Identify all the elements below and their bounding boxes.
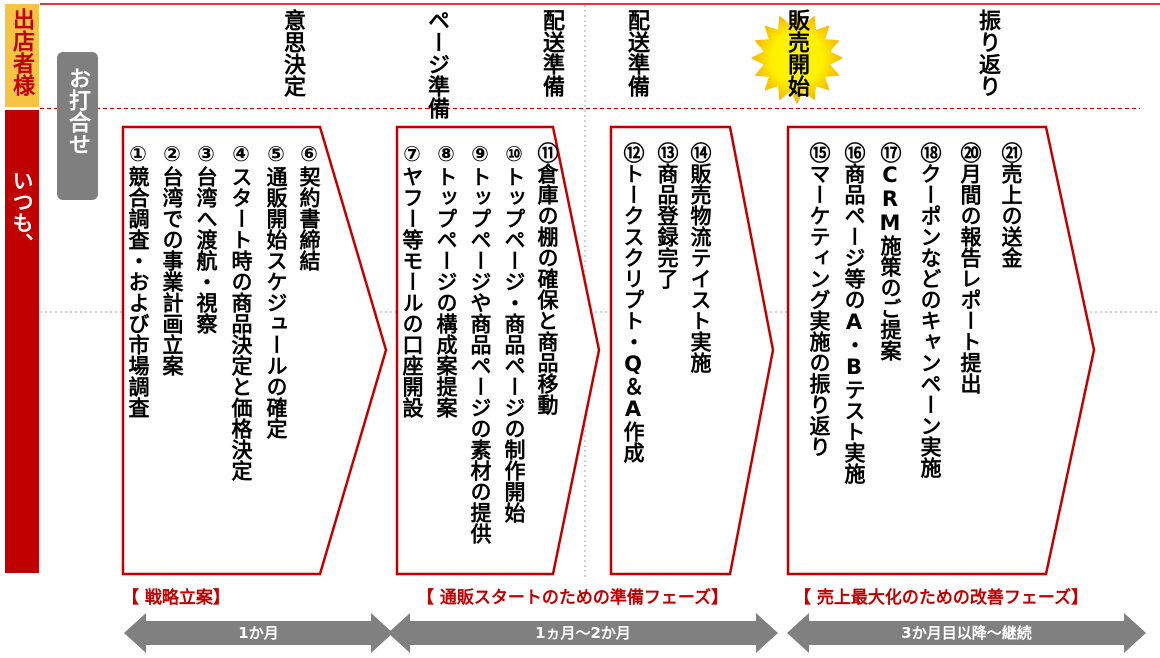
duration-label-2: 1ヵ月～2か月 [535, 624, 631, 642]
always-label: いつも、 [10, 170, 34, 254]
duration-label-3: 3か月目以降～継続 [901, 624, 1032, 642]
duration-label-1: 1か月 [238, 624, 279, 642]
step-2: ②台湾での事業計画立案 [160, 142, 184, 376]
step-8: ⑧トップページの構成案提案 [434, 142, 458, 418]
group-label-strategy: 【 戦略立案】 [122, 588, 230, 608]
step-1: ①競合調査・および市場調査 [126, 142, 150, 418]
phase-shipping-prep-2: 配送準備 [624, 9, 649, 97]
duration-arrow-1 [124, 613, 393, 653]
step-4: ④スタート時の商品決定と価格決定 [229, 142, 253, 481]
phase-sales-start: 販売開始 [784, 9, 809, 97]
group-label-improvement: 【 売上最大化のための改善フェーズ】 [794, 588, 1089, 608]
client-header-cell [5, 4, 39, 107]
phase-decision: 意思決定 [280, 9, 305, 97]
group-label-preparation: 【 通販スタートのための準備フェーズ】 [417, 588, 729, 608]
step-16: ⑯商品ページ等のA・Bテスト実施 [842, 142, 866, 484]
step-7: ⑦ヤフー等モールの口座開設 [400, 142, 424, 418]
step-3: ③台湾へ渡航・視察 [194, 142, 218, 334]
step-18: ⑱クーポンなどのキャンペーン実施 [918, 142, 942, 478]
starburst-icon [751, 12, 843, 104]
step-11: ⑪倉庫の棚の確保と商品移動 [535, 142, 559, 415]
step-5: ⑤通販開始スケジュールの確定 [264, 142, 288, 439]
meeting-box [57, 52, 98, 200]
phase-review: 振り返り [975, 9, 1000, 97]
duration-arrow-2 [388, 613, 778, 653]
client-label: 出店者様 [9, 8, 34, 96]
stage-arrow-shipping-prep [609, 125, 775, 576]
step-12: ⑫トークスクリプト・Q＆A作成 [621, 142, 645, 463]
step-15: ⑮マーケティング実施の振り返り [807, 142, 831, 457]
step-6: ⑥契約書締結 [297, 142, 321, 271]
always-bar [5, 110, 39, 573]
stage-arrow-page-prep [395, 125, 601, 576]
stage-arrow-improvement [786, 125, 1096, 576]
step-13: ⑬商品登録完了 [655, 142, 679, 289]
stage-arrow-strategy [121, 125, 388, 576]
phase-shipping-prep-1: 配送準備 [539, 9, 564, 97]
phase-page-prep: ページ準備 [424, 9, 449, 119]
step-9: ⑨トップページや商品ページの素材の提供 [468, 142, 492, 544]
step-10: ⑩トップページ・商品ページの制作開始 [502, 142, 526, 523]
meeting-label: お打合せ [65, 67, 90, 155]
step-21: ㉑売上の送金 [999, 142, 1023, 268]
duration-arrow-3 [787, 613, 1146, 653]
step-20: ⑳月間の報告レポート提出 [958, 142, 982, 394]
step-14: ⑭販売物流テイスト実施 [688, 142, 712, 373]
step-17: ⑰CRM施策のご提案 [878, 142, 902, 361]
